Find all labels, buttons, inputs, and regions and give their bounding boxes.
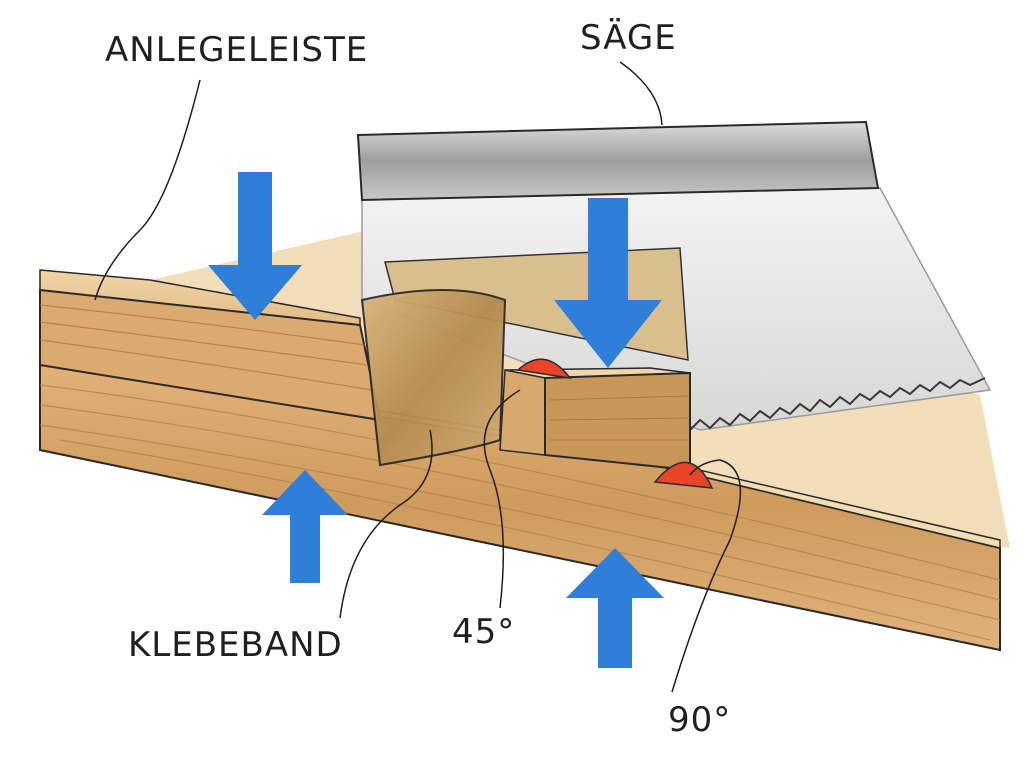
tape-wrap-front: [362, 290, 505, 465]
leader-saw: [620, 62, 662, 125]
block-front: [500, 370, 545, 455]
label-angle-45: 45°: [452, 612, 515, 652]
label-saw: SÄGE: [580, 18, 677, 58]
leader-fence: [95, 80, 200, 300]
saw-back: [358, 122, 878, 200]
label-tape: KLEBEBAND: [128, 625, 343, 665]
label-fence: ANLEGELEISTE: [105, 30, 368, 70]
label-angle-90: 90°: [668, 700, 731, 740]
block-side: [545, 373, 690, 470]
